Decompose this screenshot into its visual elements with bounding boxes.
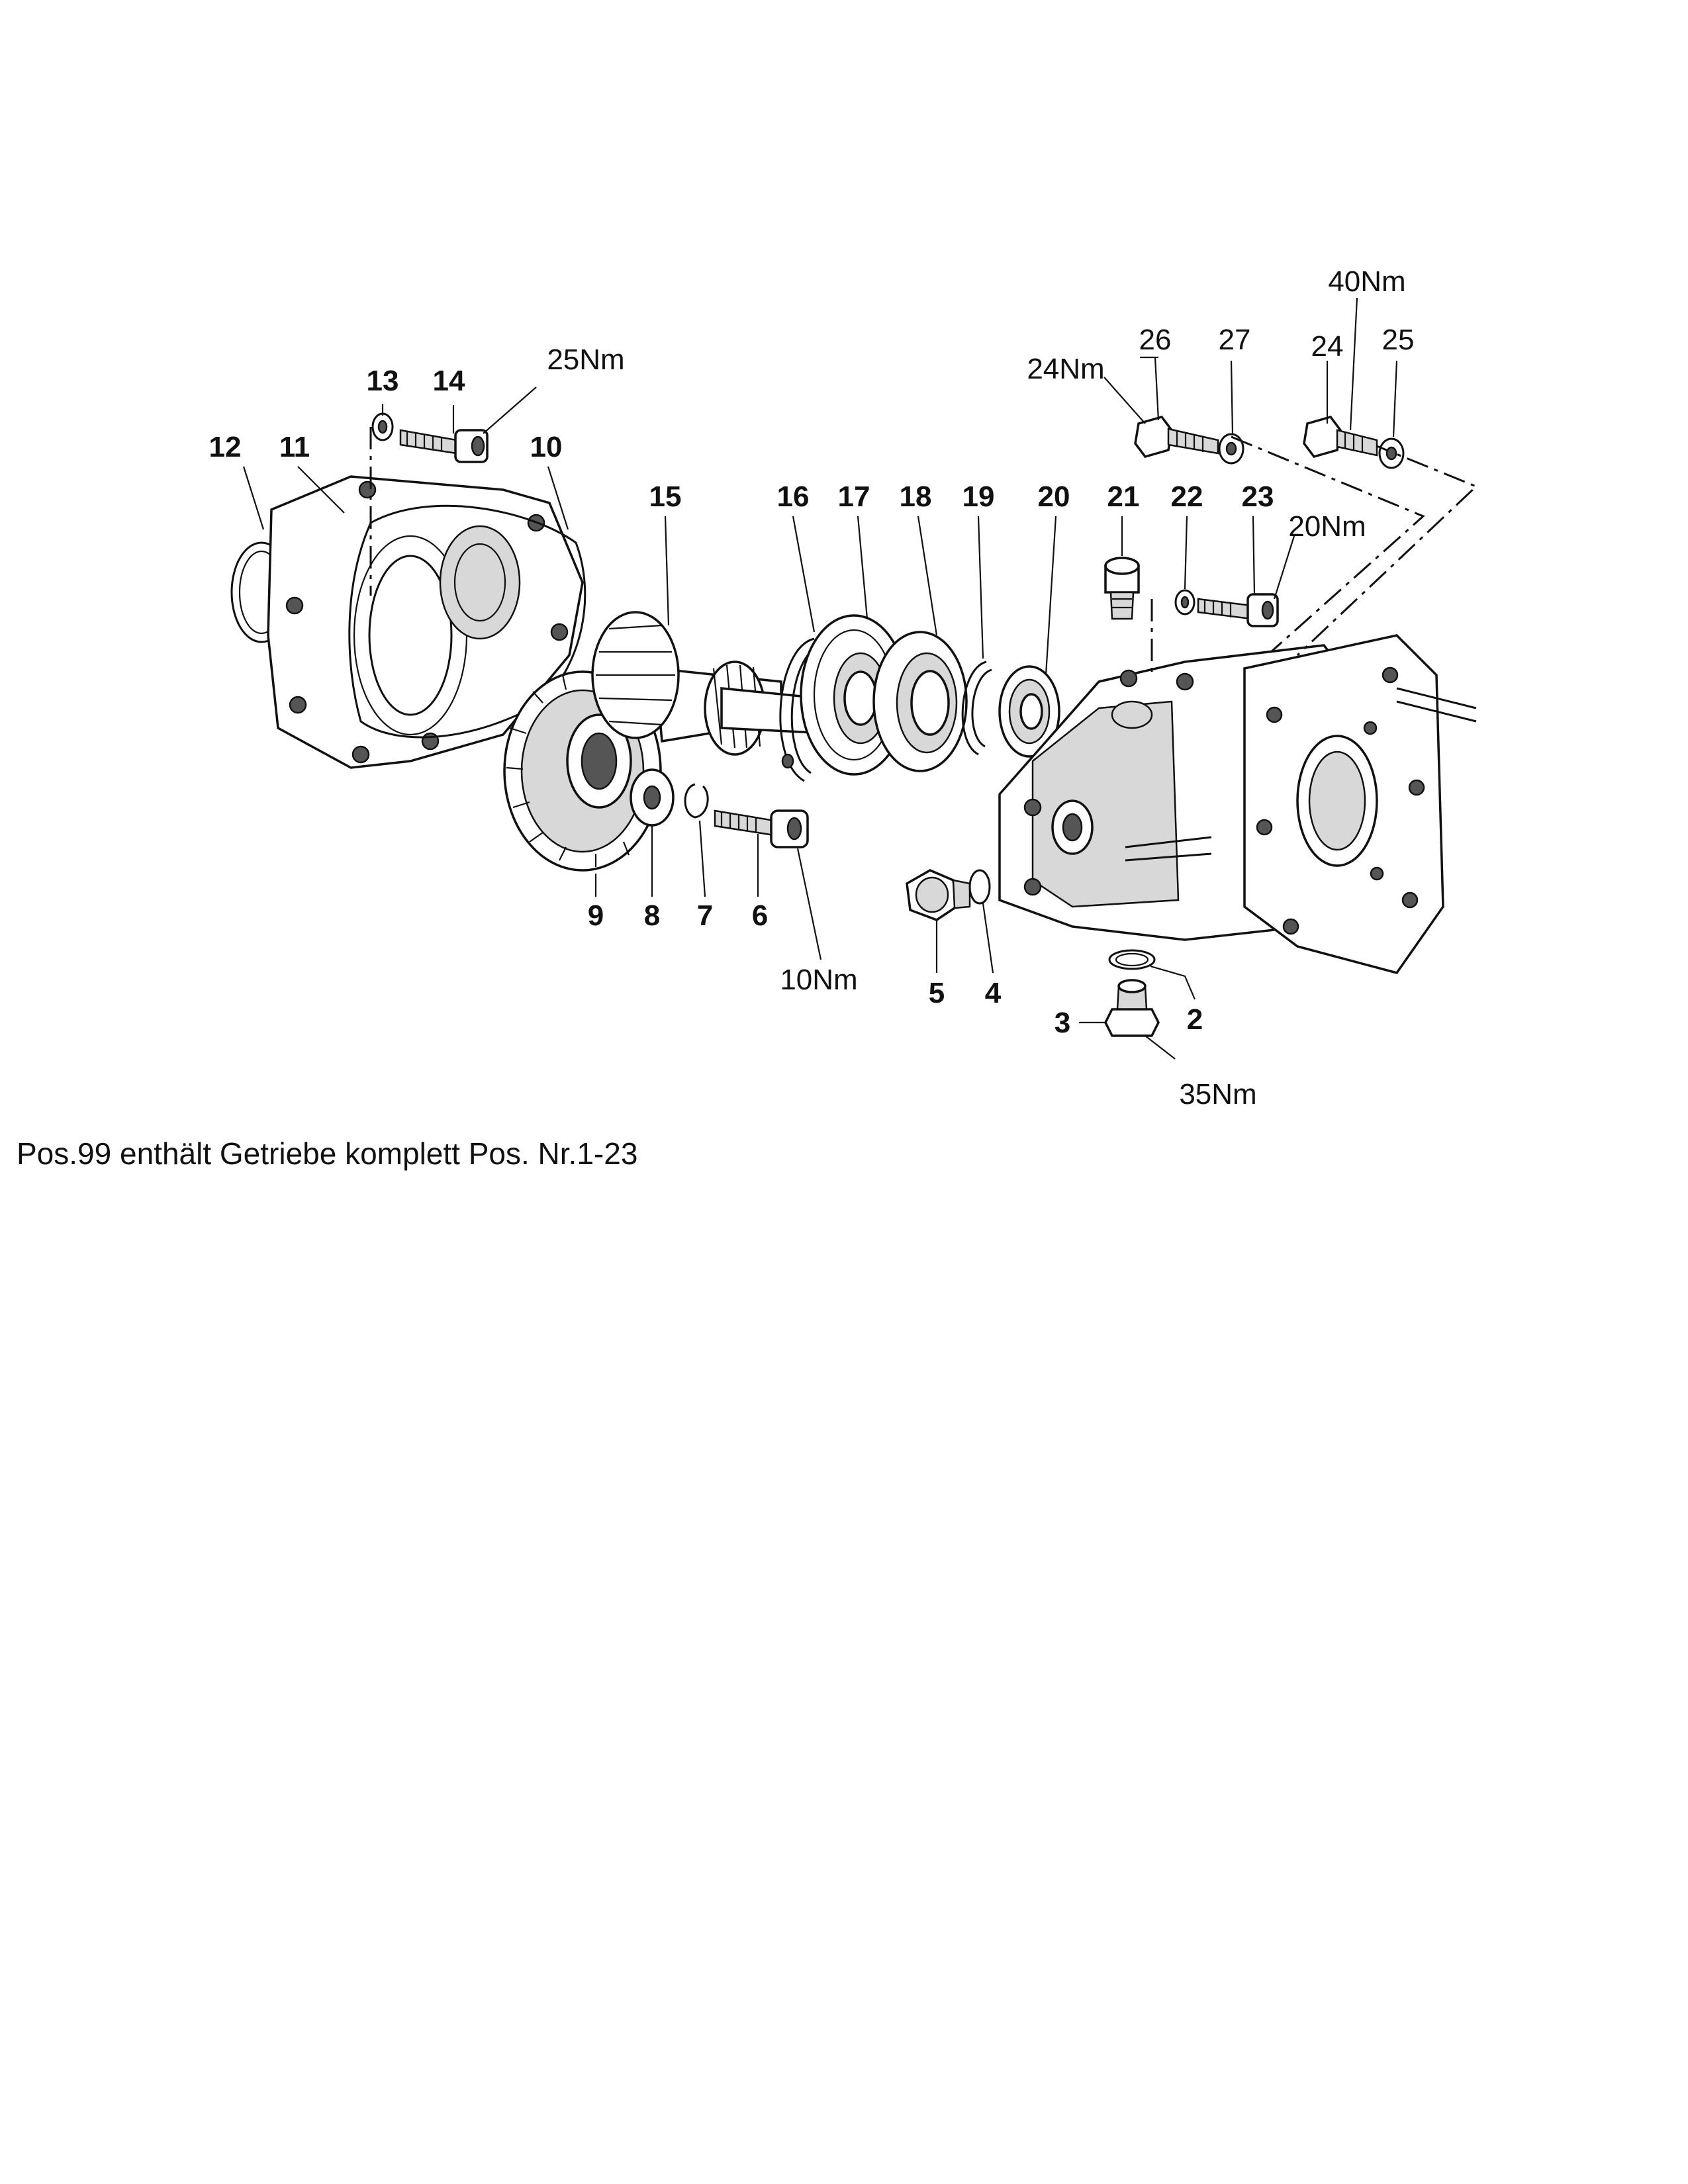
label-part-17: 17 xyxy=(838,480,870,513)
label-part-18: 18 xyxy=(900,480,932,513)
bolt-6 xyxy=(714,809,809,848)
gearbox-housing xyxy=(998,634,1444,975)
label-part-25: 25 xyxy=(1382,324,1415,356)
washer-13 xyxy=(371,412,394,441)
washer-8 xyxy=(630,768,675,827)
label-part-12: 12 xyxy=(209,431,242,463)
label-part-9: 9 xyxy=(588,899,604,932)
seal-ring-2 xyxy=(1108,949,1156,970)
drain-plug-5 xyxy=(906,869,971,921)
bolt-14 xyxy=(399,429,489,463)
label-part-2: 2 xyxy=(1187,1003,1203,1036)
cover-flange-11 xyxy=(267,475,584,769)
label-part-19: 19 xyxy=(962,480,995,513)
bolt-23 xyxy=(1197,593,1279,627)
label-part-26: 26 xyxy=(1139,324,1172,356)
exploded-gearbox-diagram: 12 11 10 13 14 15 16 17 18 19 20 21 22 2… xyxy=(209,265,1478,1111)
washer-27 xyxy=(1218,433,1244,465)
retaining-ring-19 xyxy=(961,660,992,756)
torque-label-drain: 35Nm xyxy=(1179,1078,1256,1111)
label-part-6: 6 xyxy=(752,899,768,932)
bearing-cup-18 xyxy=(872,631,968,772)
label-part-5: 5 xyxy=(929,977,945,1009)
footnote: Pos.99 enthält Getriebe komplett Pos. Nr… xyxy=(17,1136,638,1171)
torque-label-top: 40Nm xyxy=(1328,265,1405,298)
label-part-15: 15 xyxy=(649,480,682,513)
label-part-10: 10 xyxy=(530,431,563,463)
leader-lines xyxy=(242,297,1398,1060)
bolt-26 xyxy=(1134,415,1219,459)
label-part-27: 27 xyxy=(1219,324,1251,356)
label-part-13: 13 xyxy=(367,365,399,397)
torque-label-gear-bolt: 10Nm xyxy=(780,964,857,996)
seal-ring-4 xyxy=(968,869,991,905)
label-part-16: 16 xyxy=(777,480,810,513)
label-part-21: 21 xyxy=(1107,480,1140,513)
label-part-23: 23 xyxy=(1242,480,1274,513)
label-part-20: 20 xyxy=(1038,480,1070,513)
label-part-22: 22 xyxy=(1171,480,1203,513)
label-part-4: 4 xyxy=(985,977,1002,1009)
label-part-3: 3 xyxy=(1055,1007,1070,1039)
label-part-8: 8 xyxy=(644,899,660,932)
torque-label-left-bolt: 24Nm xyxy=(1027,353,1104,385)
torque-label-cover-bolt: 25Nm xyxy=(547,343,624,376)
circlip-7 xyxy=(684,783,709,819)
fill-plug-21 xyxy=(1104,557,1140,620)
drain-plug-3 xyxy=(1104,979,1160,1037)
washer-25 xyxy=(1378,437,1405,469)
seal-20 xyxy=(998,665,1060,758)
label-part-24: 24 xyxy=(1311,330,1344,363)
washer-22 xyxy=(1174,589,1196,615)
label-part-7: 7 xyxy=(697,899,713,932)
torque-label-side-bolt: 20Nm xyxy=(1288,510,1366,543)
bolt-24 xyxy=(1303,415,1378,459)
label-part-11: 11 xyxy=(279,431,310,463)
label-part-14: 14 xyxy=(433,365,465,397)
